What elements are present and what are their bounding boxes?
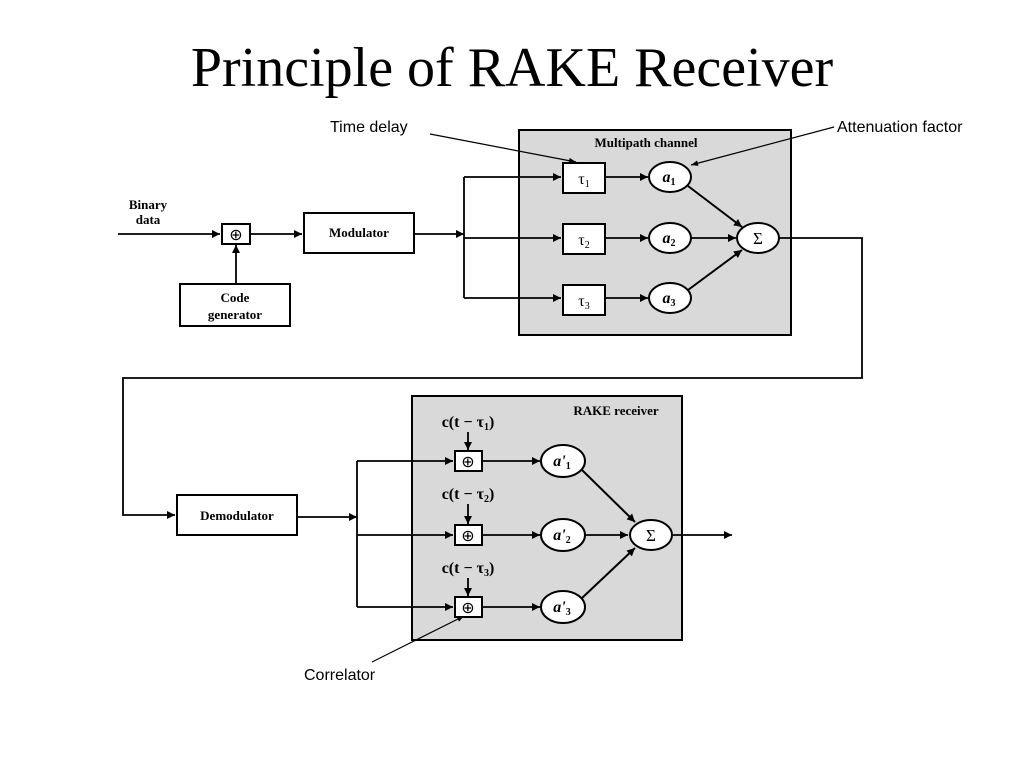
svg-text:τ2: τ2: [578, 232, 589, 251]
binary-data-label-line1: Binary: [129, 197, 168, 212]
demodulator-label: Demodulator: [200, 508, 274, 523]
attenuation-factor-callout: Attenuation factor: [837, 119, 963, 136]
correlator-callout: Correlator: [304, 667, 376, 684]
code-generator-label-line1: Code: [221, 290, 250, 305]
delay-box-3: τ3: [562, 284, 606, 316]
attenuation-factor-pointer: [690, 126, 835, 166]
svg-text:a'3: a'3: [553, 599, 570, 618]
binary-data-label-line2: data: [136, 212, 161, 227]
channel-to-demodulator-line: [122, 237, 863, 519]
delay-box-1: τ1: [562, 162, 606, 194]
modulator-box: [303, 212, 415, 254]
code-2-subscript: 2: [484, 494, 489, 505]
code-2-prefix: c(t − τ: [442, 486, 485, 503]
gain-3-subscript: 3: [671, 298, 676, 309]
correlator-1-symbol: ⊕: [461, 454, 474, 471]
svg-text:a3: a3: [663, 290, 676, 309]
correlator-2-symbol: ⊕: [461, 528, 474, 545]
weight-1-symbol: a': [553, 453, 566, 470]
delay-1-subscript: 1: [585, 179, 590, 190]
delay-2-symbol: τ: [578, 232, 585, 249]
code-1-subscript: 1: [484, 422, 489, 433]
gain-node-3: a3: [648, 282, 692, 314]
code-1-suffix: ): [489, 414, 494, 431]
gain-node-2: a2: [648, 222, 692, 254]
delay-3-symbol: τ: [578, 293, 585, 310]
correlator-pointer: [371, 615, 465, 663]
weight-3-symbol: a': [553, 599, 566, 616]
gain-1-symbol: a: [663, 169, 671, 186]
svg-text:a'1: a'1: [553, 453, 570, 472]
correlator-box-2: ⊕: [454, 524, 483, 546]
spreading-xor-symbol: ⊕: [229, 227, 242, 244]
channel-sum-symbol: Σ: [753, 229, 763, 248]
weight-node-1: a'1: [540, 444, 586, 478]
weight-1-subscript: 1: [566, 461, 571, 472]
code-label-1: c(t − τ1): [442, 414, 495, 433]
delay-box-2: τ2: [562, 223, 606, 255]
correlator-3-symbol: ⊕: [461, 600, 474, 617]
svg-text:a'2: a'2: [553, 527, 570, 546]
rake-receiver-title: RAKE receiver: [573, 403, 659, 418]
weight-node-2: a'2: [540, 518, 586, 552]
weight-2-subscript: 2: [566, 535, 571, 546]
gain1-to-sum: [687, 185, 743, 228]
receiver-sum-symbol: Σ: [646, 526, 656, 545]
code-2-suffix: ): [489, 486, 494, 503]
gain-2-symbol: a: [663, 230, 671, 247]
gain-1-subscript: 1: [671, 177, 676, 188]
code-1-prefix: c(t − τ: [442, 414, 485, 431]
page-title: Principle of RAKE Receiver: [190, 37, 834, 99]
time-delay-pointer: [429, 133, 577, 164]
multipath-channel-title: Multipath channel: [595, 135, 698, 150]
code-3-suffix: ): [489, 560, 494, 577]
gain-node-1: a1: [648, 161, 692, 193]
gain-3-symbol: a: [663, 290, 671, 307]
code-3-subscript: 3: [484, 568, 489, 579]
weight-node-3: a'3: [540, 590, 586, 624]
demodulator-box: [176, 494, 298, 536]
code-generator-label-line2: generator: [208, 307, 262, 322]
svg-text:a1: a1: [663, 169, 676, 188]
gain-2-subscript: 2: [671, 238, 676, 249]
svg-text:τ3: τ3: [578, 293, 589, 312]
weight1-to-sum: [581, 469, 636, 523]
svg-text:a2: a2: [663, 230, 676, 249]
correlator-box-3: ⊕: [454, 596, 483, 618]
code-label-3: c(t − τ3): [442, 560, 495, 579]
gain3-to-sum: [687, 249, 743, 291]
weight-2-symbol: a': [553, 527, 566, 544]
delay-1-symbol: τ: [578, 171, 585, 188]
modulator-label: Modulator: [329, 225, 389, 240]
delay-3-subscript: 3: [585, 301, 590, 312]
svg-text:τ1: τ1: [578, 171, 589, 190]
weight-3-subscript: 3: [566, 607, 571, 618]
time-delay-callout: Time delay: [330, 119, 408, 136]
delay-2-subscript: 2: [585, 240, 590, 251]
correlator-box-1: ⊕: [454, 450, 483, 472]
weight3-to-sum: [581, 547, 636, 599]
code-label-2: c(t − τ2): [442, 486, 495, 505]
code-3-prefix: c(t − τ: [442, 560, 485, 577]
code-generator-box: [179, 283, 291, 327]
